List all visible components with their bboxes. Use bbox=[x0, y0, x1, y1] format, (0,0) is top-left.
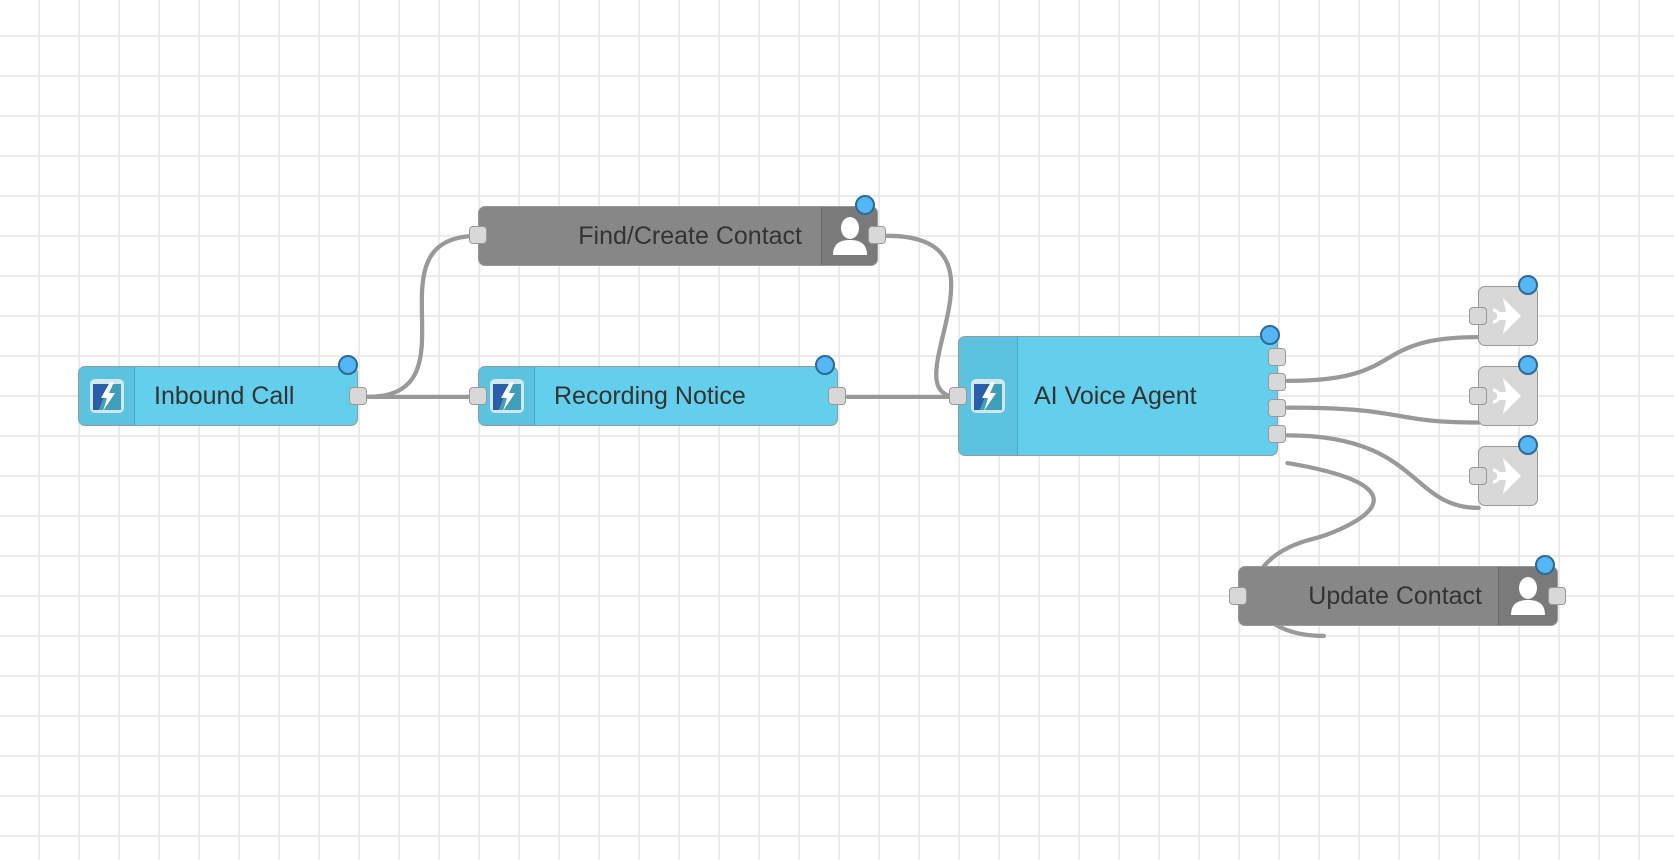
input-port[interactable] bbox=[1229, 587, 1247, 605]
node-update-contact[interactable]: Update Contact bbox=[1238, 555, 1558, 626]
output-port-1[interactable] bbox=[1268, 348, 1286, 366]
lightning-icon bbox=[489, 379, 524, 413]
lightning-icon bbox=[971, 379, 1005, 413]
node-exit-1[interactable] bbox=[1478, 275, 1538, 346]
output-port[interactable] bbox=[349, 387, 367, 405]
node-label: Update Contact bbox=[1308, 581, 1482, 610]
output-port[interactable] bbox=[828, 387, 846, 405]
node-exit-3[interactable] bbox=[1478, 435, 1538, 506]
input-port[interactable] bbox=[1469, 307, 1487, 325]
node-find-create-contact[interactable]: Find/Create Contact bbox=[478, 195, 878, 266]
output-port-4[interactable] bbox=[1268, 425, 1286, 443]
node-inbound-call[interactable]: Inbound Call bbox=[78, 355, 358, 426]
status-dot bbox=[1518, 275, 1538, 295]
exit-arrow-icon bbox=[1492, 378, 1521, 414]
status-dot bbox=[815, 355, 835, 375]
input-port[interactable] bbox=[949, 387, 967, 405]
output-port[interactable] bbox=[1548, 587, 1566, 605]
lightning-icon bbox=[89, 379, 124, 413]
person-icon bbox=[832, 217, 867, 255]
input-port[interactable] bbox=[469, 226, 487, 244]
exit-arrow-icon bbox=[1492, 458, 1521, 494]
wire-find-create-to-ai-agent[interactable] bbox=[885, 233, 961, 400]
status-dot bbox=[1518, 435, 1538, 455]
node-label: Recording Notice bbox=[554, 381, 746, 410]
status-dot bbox=[1518, 355, 1538, 375]
input-port[interactable] bbox=[1469, 387, 1487, 405]
status-dot bbox=[1260, 325, 1280, 345]
exit-arrow-icon bbox=[1492, 298, 1521, 334]
node-icon-section bbox=[479, 367, 535, 425]
node-recording-notice[interactable]: Recording Notice bbox=[478, 355, 838, 426]
node-ai-voice-agent[interactable]: AI Voice Agent bbox=[958, 325, 1280, 456]
node-icon-section bbox=[821, 207, 877, 265]
output-port[interactable] bbox=[868, 226, 886, 244]
node-icon-section bbox=[1498, 567, 1557, 625]
wire-ai-agent-out2-to-exit2[interactable] bbox=[1285, 405, 1481, 425]
node-icon-section bbox=[79, 367, 135, 425]
input-port[interactable] bbox=[469, 387, 487, 405]
output-port-3[interactable] bbox=[1268, 399, 1286, 417]
node-label: Find/Create Contact bbox=[578, 221, 802, 250]
wire-ai-agent-out3-to-exit3[interactable] bbox=[1285, 433, 1481, 511]
status-dot bbox=[338, 355, 358, 375]
wire-ai-agent-out1-to-exit1[interactable] bbox=[1285, 335, 1481, 384]
node-label: Inbound Call bbox=[154, 381, 295, 410]
node-exit-2[interactable] bbox=[1478, 355, 1538, 426]
node-icon-section bbox=[959, 337, 1018, 455]
output-port-2[interactable] bbox=[1268, 373, 1286, 391]
node-label: AI Voice Agent bbox=[1034, 381, 1197, 410]
status-dot bbox=[1535, 555, 1555, 575]
input-port[interactable] bbox=[1469, 467, 1487, 485]
wire-inbound-to-find-create[interactable] bbox=[365, 233, 481, 400]
status-dot bbox=[855, 195, 875, 215]
person-icon bbox=[1511, 577, 1545, 615]
